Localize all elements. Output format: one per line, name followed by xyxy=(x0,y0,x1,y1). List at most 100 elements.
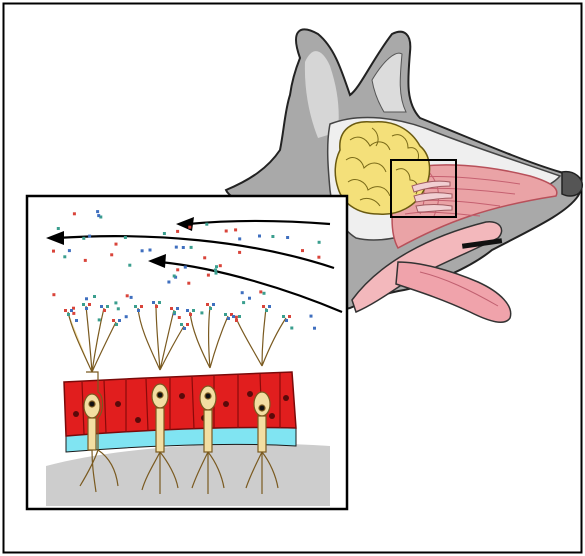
odorant-molecule xyxy=(186,323,189,326)
odorant-molecule xyxy=(85,307,88,310)
odorant-molecule xyxy=(173,311,176,314)
odorant-molecule xyxy=(175,246,178,249)
odorant-molecule xyxy=(126,294,129,297)
odorant-molecule xyxy=(52,293,55,296)
odorant-molecule xyxy=(180,323,183,326)
odorant-molecule xyxy=(234,228,237,231)
odorant-molecule xyxy=(176,230,179,233)
odorant-molecule xyxy=(64,309,67,312)
odorant-molecule xyxy=(63,255,66,258)
odorant-molecule xyxy=(82,303,85,306)
odorant-molecule xyxy=(263,292,266,295)
odorant-molecule xyxy=(215,265,218,268)
odorant-molecule xyxy=(158,301,161,304)
odorant-molecule xyxy=(203,256,206,259)
odorant-molecule xyxy=(115,323,118,326)
odorant-molecule xyxy=(190,246,193,249)
odorant-molecule xyxy=(141,249,144,252)
odorant-molecule xyxy=(189,313,192,316)
odorant-molecule xyxy=(75,319,78,322)
odorant-molecule xyxy=(103,309,106,312)
odorant-molecule xyxy=(184,266,187,269)
odorant-molecule xyxy=(187,282,190,285)
odorant-molecule xyxy=(286,236,289,239)
odorant-molecule xyxy=(115,243,118,246)
odorant-molecule xyxy=(140,305,143,308)
odorant-molecule xyxy=(215,272,218,275)
odorant-molecule xyxy=(224,313,227,316)
odorant-molecule xyxy=(206,303,209,306)
odorant-molecule xyxy=(67,313,70,316)
odorant-molecule xyxy=(85,297,88,300)
odorant-molecule xyxy=(212,303,215,306)
odorant-molecule xyxy=(112,319,115,322)
odorant-molecule xyxy=(114,301,117,304)
odorant-molecule xyxy=(242,301,245,304)
odorant-molecule xyxy=(118,319,121,322)
odorant-molecule xyxy=(259,290,262,293)
odorant-molecule xyxy=(52,250,55,253)
odorant-molecule xyxy=(82,237,85,240)
odorant-molecule xyxy=(268,305,271,308)
odorant-molecule xyxy=(93,295,96,298)
odorant-molecule xyxy=(98,318,101,321)
odorant-molecule xyxy=(186,309,189,312)
odorant-molecule xyxy=(235,319,238,322)
odorant-molecule xyxy=(238,237,241,240)
odorant-molecule xyxy=(88,235,91,238)
odorant-molecule xyxy=(152,301,155,304)
odorant-molecule xyxy=(130,296,133,299)
odorant-molecule xyxy=(232,315,235,318)
odorant-molecule xyxy=(124,236,127,239)
odorant-molecule xyxy=(200,311,203,314)
odorant-molecule xyxy=(271,235,274,238)
odorant-molecule xyxy=(110,253,113,256)
odorant-molecule xyxy=(262,305,265,308)
odorant-molecule xyxy=(209,307,212,310)
odorant-molecule xyxy=(173,275,176,278)
odorant-molecule xyxy=(137,309,140,312)
odorant-molecule xyxy=(57,227,60,230)
odorant-molecule xyxy=(149,249,152,252)
odorant-molecule xyxy=(155,305,158,308)
odorant-molecule xyxy=(238,315,241,318)
odorant-molecule xyxy=(117,307,120,310)
odorant-molecule xyxy=(225,230,228,233)
odorant-molecule xyxy=(313,327,316,330)
odorant-molecule xyxy=(207,274,210,277)
odorant-molecule xyxy=(170,307,173,310)
odorant-molecule xyxy=(97,214,100,217)
odorant-molecule xyxy=(96,210,99,213)
odorant-molecule xyxy=(128,264,131,267)
odorant-molecule xyxy=(188,226,191,229)
odorant-molecule xyxy=(178,316,181,319)
odorant-molecule xyxy=(100,305,103,308)
odorant-molecule xyxy=(84,259,87,262)
odorant-molecule xyxy=(134,305,137,308)
odorant-molecule xyxy=(235,316,238,319)
odorant-molecule xyxy=(282,315,285,318)
odorant-molecule xyxy=(310,315,313,318)
olfactory-bulb-projections xyxy=(412,181,452,212)
odorant-molecule xyxy=(317,256,320,259)
odorant-molecule xyxy=(72,312,75,315)
odorant-molecule xyxy=(301,249,304,252)
odorant-molecule xyxy=(318,241,321,244)
odorant-molecule xyxy=(167,281,170,284)
odorant-molecule xyxy=(238,251,241,254)
odorant-molecule xyxy=(285,319,288,322)
odorant-molecule xyxy=(290,327,293,330)
odorant-molecule xyxy=(241,291,244,294)
odorant-molecule xyxy=(125,315,128,318)
odorant-molecule xyxy=(248,297,251,300)
odorant-molecule xyxy=(214,269,217,272)
odorant-molecule xyxy=(163,232,166,235)
odorant-molecule xyxy=(106,305,109,308)
odorant-molecule xyxy=(176,268,179,271)
odorant-molecule xyxy=(183,327,186,330)
odorant-molecule xyxy=(219,264,222,267)
odorant-molecule xyxy=(68,249,71,252)
odorant-molecule xyxy=(205,223,208,226)
odorant-molecule xyxy=(258,235,261,238)
